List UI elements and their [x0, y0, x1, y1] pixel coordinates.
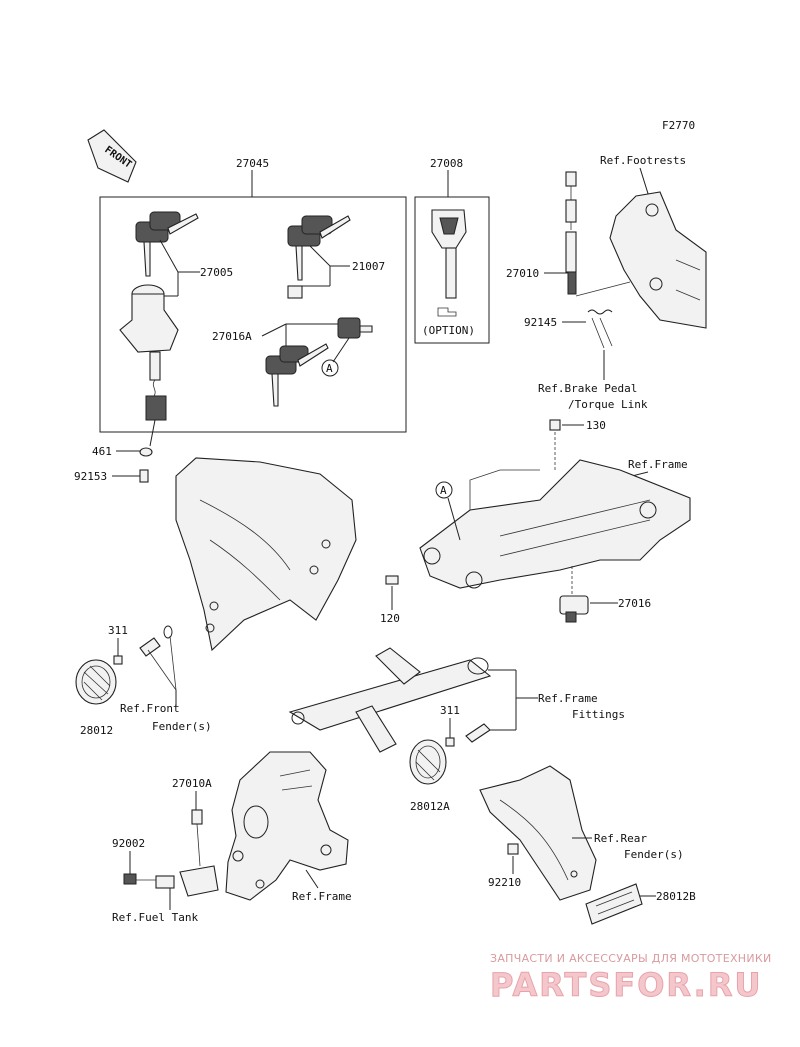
ref-frame-fittings-1: Ref.Frame [538, 692, 598, 705]
label-27016: 27016 [618, 597, 651, 610]
spacer-rear [465, 723, 491, 743]
ref-brake-pedal-2: /Torque Link [568, 398, 648, 411]
ref-footrests: Ref.Footrests [600, 154, 686, 167]
label-92002: 92002 [112, 837, 145, 850]
switch-27010A [155, 809, 219, 897]
label-28012: 28012 [80, 724, 113, 737]
ref-rear-fender-1: Ref.Rear [594, 832, 647, 845]
main-frame [419, 459, 691, 589]
watermark-brand: PARTSFOR.RU [490, 966, 762, 1004]
ref-brake-pedal-1: Ref.Brake Pedal [538, 382, 637, 395]
label-311-b: 311 [440, 704, 460, 717]
callout-a-2-label: A [440, 484, 447, 497]
label-120: 120 [380, 612, 400, 625]
ref-front-fender-1: Ref.Front [120, 702, 180, 715]
key-27008 [431, 209, 467, 317]
diagram-code: F2770 [662, 119, 695, 132]
label-21007: 21007 [352, 260, 385, 273]
label-27005: 27005 [200, 266, 233, 279]
keys-27016A [265, 317, 373, 407]
ref-fuel-tank: Ref.Fuel Tank [112, 911, 198, 924]
reflector-28012B [585, 883, 643, 925]
label-27045: 27045 [236, 157, 269, 170]
ref-frame-bottom: Ref.Frame [292, 890, 352, 903]
ignition-switch [119, 284, 179, 421]
reflector-28012 [75, 659, 117, 705]
rear-fender [479, 765, 597, 901]
label-27010A: 27010A [172, 777, 212, 790]
label-27010: 27010 [506, 267, 539, 280]
callout-a-2: A [435, 481, 453, 499]
lower-frame [225, 751, 349, 901]
callout-a-1-label: A [326, 362, 333, 375]
label-130: 130 [586, 419, 606, 432]
ref-front-fender-2: Fender(s) [152, 720, 212, 733]
callout-a-1: A [321, 359, 339, 377]
spring-92145 [587, 309, 613, 349]
label-92153: 92153 [74, 470, 107, 483]
label-461: 461 [92, 445, 112, 458]
reflector-28012A [409, 739, 447, 785]
label-28012B: 28012B [656, 890, 696, 903]
ref-rear-fender-2: Fender(s) [624, 848, 684, 861]
label-311-a: 311 [108, 624, 128, 637]
ref-frame-fittings-2: Fittings [572, 708, 625, 721]
label-92210: 92210 [488, 876, 521, 889]
option-label: (OPTION) [422, 324, 475, 337]
footrest-bracket [609, 191, 707, 329]
keys-27005 [135, 211, 199, 277]
keys-21007 [287, 215, 351, 299]
spacer-front [139, 625, 173, 657]
label-27016A: 27016A [212, 330, 252, 343]
label-28012A: 28012A [410, 800, 450, 813]
label-92145: 92145 [524, 316, 557, 329]
front-fender [175, 457, 357, 652]
watermark-tagline: ЗАПЧАСТИ И АКСЕССУАРЫ ДЛЯ МОТОТЕХНИКИ [490, 952, 772, 965]
option-box-27008 [414, 196, 490, 344]
frame-fittings [288, 647, 492, 753]
label-27008: 27008 [430, 157, 463, 170]
ref-frame-top: Ref.Frame [628, 458, 688, 471]
front-arrow: FRONT [87, 129, 137, 183]
lock-27016 [559, 595, 589, 623]
switch-27010 [565, 171, 577, 295]
kit-box-27045 [99, 196, 407, 433]
